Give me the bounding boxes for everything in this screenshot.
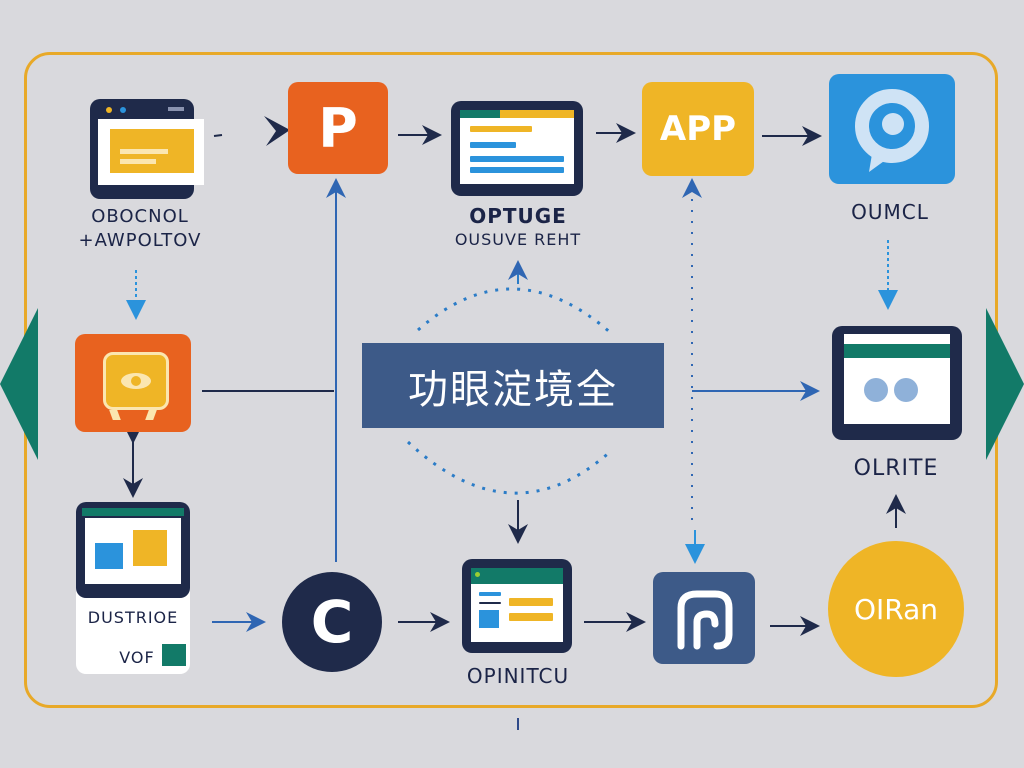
p-letter-icon: P — [288, 82, 388, 174]
tv-eye-icon — [75, 334, 191, 432]
window-menu-bar — [168, 107, 184, 111]
app-tile-icon: APP — [642, 82, 754, 176]
tv-leg — [109, 410, 121, 420]
dotted-cycle-top — [417, 287, 613, 336]
content-bar — [470, 126, 532, 132]
node-label-browser-2: +AWPOLTOV — [78, 230, 202, 251]
window-dot-yellow — [106, 107, 112, 113]
yellow-block — [133, 530, 167, 566]
report-card: DUSTRIOE VOF — [76, 502, 190, 674]
arrowhead-into-p — [264, 116, 290, 146]
content-bar — [509, 613, 553, 621]
form-header — [471, 568, 563, 584]
content-bar — [479, 602, 501, 604]
content-bar — [479, 592, 501, 596]
tab-bar-teal — [460, 110, 500, 118]
viewer-dot — [894, 378, 918, 402]
content-bar — [470, 156, 564, 162]
chat-p-glyph — [855, 89, 929, 172]
report-window-icon — [76, 502, 190, 598]
node-label-report-2: VOF — [119, 648, 155, 667]
tv-screen — [103, 352, 169, 410]
content-bar — [509, 598, 553, 606]
node-label-viewer: OLRITE — [853, 456, 939, 481]
form-screen — [471, 568, 563, 642]
blue-block — [95, 543, 123, 569]
eye-pupil — [131, 376, 141, 386]
left-triangle-icon — [0, 308, 38, 460]
center-title: 功眼淀境全 — [362, 343, 664, 428]
arrow-browser-to-p — [213, 134, 223, 137]
content-bar — [470, 167, 564, 173]
viewer-screen — [844, 334, 950, 424]
chat-p-icon — [829, 74, 955, 184]
node-label-report-1: DUSTRIOE — [87, 608, 179, 627]
p-symbol-icon — [653, 572, 755, 664]
card-line — [120, 149, 168, 154]
blue-block — [479, 610, 499, 628]
browser-window-icon — [90, 99, 204, 199]
viewer-dot — [864, 378, 888, 402]
p-symbol-glyph — [677, 590, 733, 650]
dotted-cycle-bottom — [406, 440, 614, 495]
teal-square-icon — [162, 644, 186, 666]
dashboard-window-icon — [451, 101, 583, 196]
form-window-icon — [462, 559, 572, 653]
window-screen — [98, 119, 204, 185]
right-triangle-icon — [986, 308, 1024, 460]
node-label-dashboard-2: OUSUVE REHT — [454, 230, 582, 249]
yellow-card — [110, 129, 194, 173]
tab-bar-yellow — [500, 110, 574, 118]
dashboard-screen — [460, 110, 574, 184]
node-label-dashboard-1: OPTUGE — [469, 204, 567, 228]
oiran-badge-icon: OIRan — [828, 541, 964, 677]
c-letter-icon: C — [282, 572, 382, 672]
node-label-browser-1: OBOCNOL — [91, 206, 189, 227]
card-line — [120, 159, 156, 164]
report-header-bar — [82, 508, 184, 516]
viewer-window-icon — [832, 326, 962, 440]
node-label-form: OPINITCU — [466, 664, 570, 688]
node-label-chat: OUMCL — [851, 200, 929, 224]
tv-leg — [145, 410, 157, 420]
window-dot — [475, 572, 480, 577]
content-bar — [470, 142, 516, 148]
window-dot-blue — [120, 107, 126, 113]
report-screen — [85, 518, 181, 584]
viewer-header — [844, 344, 950, 358]
